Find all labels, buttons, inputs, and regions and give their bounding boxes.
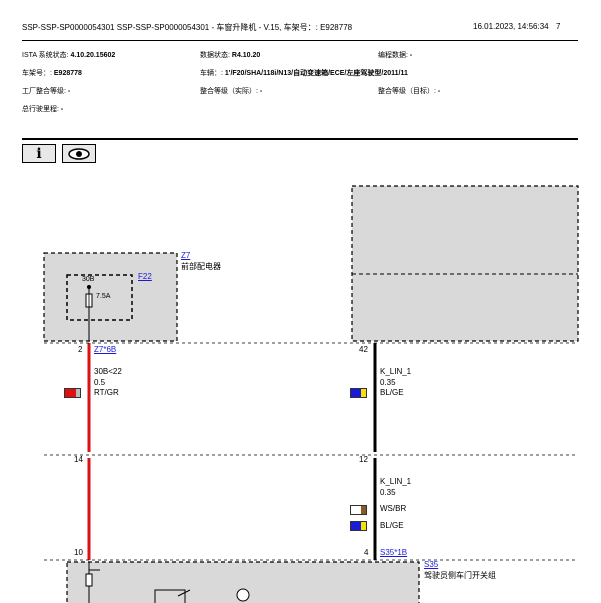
fuse-terminal-label: 30B — [82, 276, 95, 283]
f22-link[interactable]: F22 — [138, 272, 152, 281]
wire1-signal: 30B<22 — [94, 367, 122, 376]
page-title: SSP-SSP-SP0000054301 SSP-SSP-SP000005430… — [22, 23, 353, 32]
s35-switch-symbol — [154, 589, 186, 603]
target-integration-level: 整合等级（目标）: - — [378, 88, 441, 95]
s35-motor-symbol — [236, 588, 250, 602]
actual-integration-level: 整合等级（实际）: - — [200, 88, 263, 95]
fuse-symbol — [85, 293, 93, 308]
total-mileage: 总行驶里程: - — [22, 106, 64, 113]
wire1-label: 30B<22 0.5 RT/GR — [94, 367, 122, 399]
wire3-signal: K_LIN_1 — [380, 477, 412, 486]
info-divider — [22, 138, 578, 140]
z7-link[interactable]: Z7 — [181, 251, 191, 260]
pin-4: 4 — [364, 548, 369, 557]
view-button[interactable] — [62, 144, 96, 163]
wire3-color-swatch-a — [350, 505, 367, 515]
info-button[interactable]: i — [22, 144, 56, 163]
s35-name: 驾驶员侧车门开关组 — [424, 571, 496, 580]
vin: 车架号：: E928778 — [22, 70, 82, 77]
fuse-rating: 7.5A — [96, 293, 111, 300]
wire2-color-swatch — [350, 388, 367, 398]
pin-42: 42 — [359, 345, 368, 354]
pin-14: 14 — [74, 455, 83, 464]
wire2-signal: K_LIN_1 — [380, 367, 412, 376]
wire2-color: BL/GE — [380, 388, 404, 397]
wire1-color-swatch — [64, 388, 81, 398]
wire3-color-swatch-b — [350, 521, 367, 531]
wire2-gauge: 0.35 — [380, 377, 396, 387]
wire3-color-a: WS/BR — [380, 504, 407, 513]
wire3-gauge: 0.35 — [380, 487, 396, 497]
page-number: 7 — [556, 22, 561, 31]
s35-component-box — [66, 561, 420, 603]
z7-component-box — [43, 252, 178, 342]
upper-right-component-box — [351, 185, 579, 342]
wire3-color-b: BL/GE — [380, 521, 404, 530]
wire1-color: RT/GR — [94, 388, 119, 397]
wire3-label: K_LIN_1 0.35 — [380, 477, 411, 498]
z7-name: 前部配电器 — [181, 262, 221, 271]
s35-resistor-symbol — [85, 573, 93, 587]
pin-2: 2 — [78, 345, 83, 354]
pin-12: 12 — [359, 455, 368, 464]
header-divider — [22, 40, 578, 41]
fuse-terminal-dot — [87, 285, 91, 289]
vehicle: 车辆：: 1'/F20/SHA/118i/N13/自动变速箱/ECE/左座驾驶型… — [200, 70, 408, 77]
factory-integration-level: 工厂整合等级: - — [22, 88, 71, 95]
print-datetime: 16.01.2023, 14:56:34 — [473, 22, 549, 31]
info-icon: i — [36, 145, 42, 162]
eye-icon — [68, 147, 90, 160]
programming-data: 编程数据: - — [378, 52, 413, 59]
s35-link[interactable]: S35 — [424, 560, 439, 569]
connector-s35-link[interactable]: S35*1B — [380, 548, 408, 557]
data-status: 数据状态: R4.10.20 — [200, 52, 261, 59]
ista-status: ISTA 系统状态: 4.10.20.15602 — [22, 52, 116, 59]
wire2-label: K_LIN_1 0.35 BL/GE — [380, 367, 411, 399]
pin-10: 10 — [74, 548, 83, 557]
wire1-gauge: 0.5 — [94, 377, 106, 387]
connector-z7-link[interactable]: Z7*6B — [94, 345, 117, 354]
